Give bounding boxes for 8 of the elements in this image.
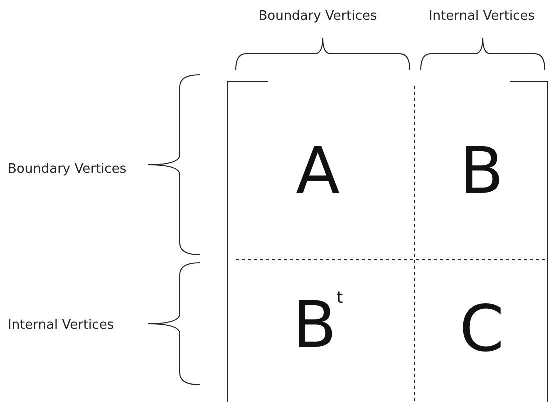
axis-label: Boundary Vertices [258, 9, 378, 25]
matrix-block-label: B [460, 140, 504, 204]
axis-label: Boundary Vertices [8, 162, 127, 178]
axis-label: Internal Vertices [428, 9, 536, 25]
matrix-block-label: B$^{t}$ [292, 294, 344, 358]
matrix-block-label: C [460, 298, 504, 362]
matrix-block-label: A [296, 140, 340, 204]
axis-label: Internal Vertices [8, 318, 114, 334]
